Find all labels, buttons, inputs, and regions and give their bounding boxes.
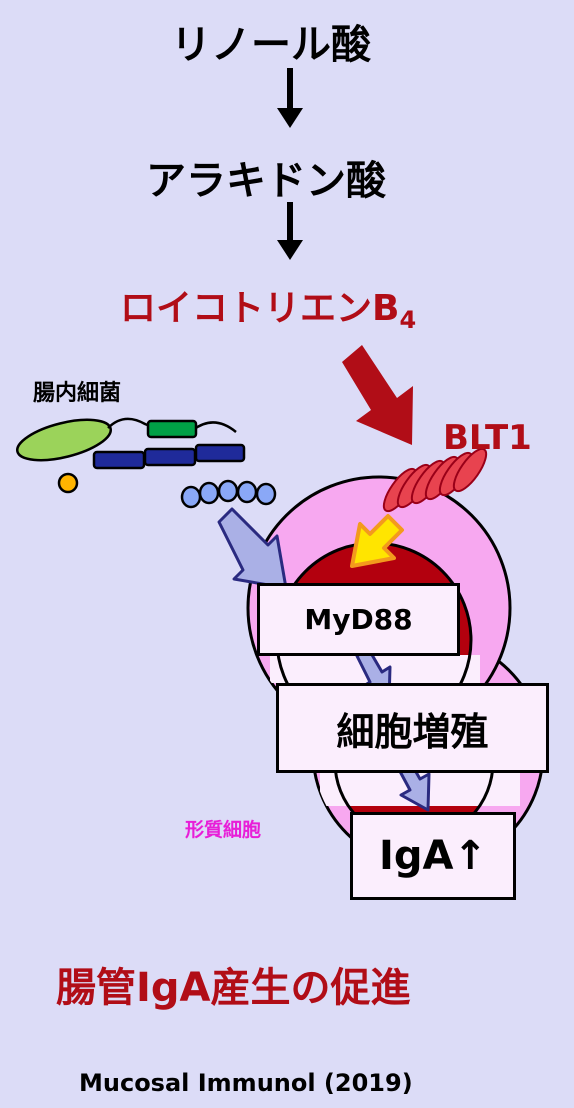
iga-box: IgA↑ [350, 812, 516, 900]
proliferation-box: 細胞増殖 [276, 683, 549, 773]
ltb4-main-text: ロイコトリエンB [120, 288, 400, 329]
ltb4-subscript: 4 [399, 306, 417, 335]
bacteria-signal-arrow [217, 507, 288, 590]
pathway-arrow-2 [277, 202, 303, 260]
blt1-receptor-icon [382, 447, 488, 513]
blt1-label: BLT1 [443, 418, 532, 458]
pathway-arrow-1 [277, 68, 303, 128]
receptor-signal-arrow [350, 514, 404, 568]
citation: Mucosal Immunol (2019) [79, 1069, 413, 1097]
ltb4-label: ロイコトリエンB4 [120, 279, 416, 334]
gut-bacteria-label: 腸内細菌 [33, 381, 122, 406]
myd88-box: MyD88 [257, 583, 460, 656]
ltb4-arrow [342, 345, 413, 445]
result-statement: 腸管IgA産生の促進 [56, 965, 411, 1011]
gut-bacteria-icon [15, 417, 277, 509]
plasma-cell-label: 形質細胞 [185, 819, 262, 841]
linoleic-acid-label: リノール酸 [171, 22, 371, 68]
arachidonic-acid-label: アラキドン酸 [146, 158, 386, 204]
